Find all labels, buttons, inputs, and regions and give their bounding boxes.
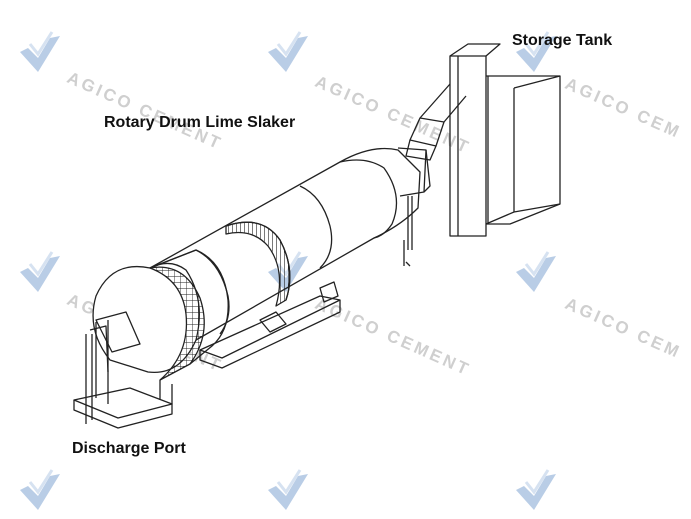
agico-logo-icon xyxy=(516,251,556,292)
agico-logo-icon xyxy=(516,31,556,72)
storage-tank xyxy=(405,43,561,237)
storage-tank-label: Storage Tank xyxy=(512,32,613,49)
agico-logo-icon xyxy=(268,31,308,72)
support-base xyxy=(159,281,341,404)
feed-inlet xyxy=(397,147,431,250)
agico-logo-icon xyxy=(516,469,556,510)
screen-drum xyxy=(92,249,229,381)
discharge-port-label: Discharge Port xyxy=(72,440,186,457)
rotary-drum-label: Rotary Drum Lime Slaker xyxy=(104,114,296,131)
agico-logo-icon xyxy=(20,31,60,72)
agico-logo-icon xyxy=(20,251,60,292)
girth-gear xyxy=(225,221,291,307)
agico-logo-icon xyxy=(20,469,60,510)
agico-logo-icon xyxy=(268,469,308,510)
